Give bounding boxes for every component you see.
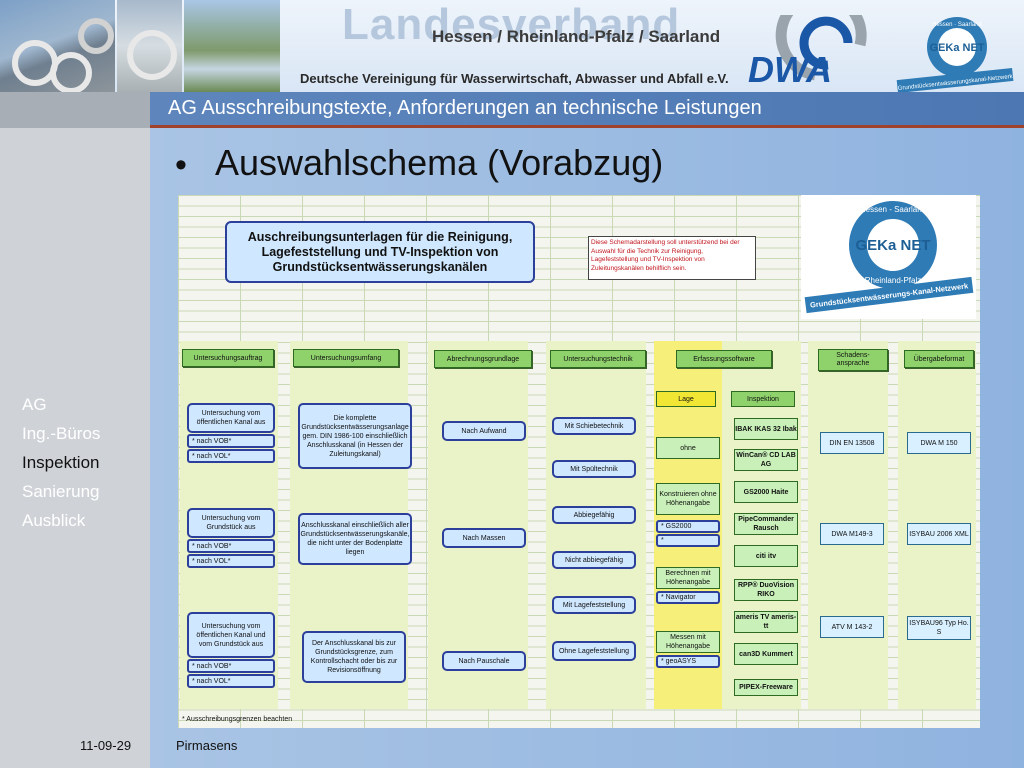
schaden-option[interactable]: DIN EN 13508: [820, 432, 884, 454]
column-header: Abrechnungsgrundlage: [434, 350, 532, 368]
org-subtitle: Hessen / Rheinland-Pfalz / Saarland: [432, 27, 721, 46]
column-header: Schadens- ansprache: [818, 349, 888, 371]
inspektion-software[interactable]: ameris TV ameris-tt: [734, 611, 798, 633]
auftrag-option[interactable]: Untersuchung vom öffentlichen Kanal und …: [187, 612, 275, 658]
title-bar: AG Ausschreibungstexte, Anforderungen an…: [0, 92, 1024, 128]
auftrag-option[interactable]: Untersuchung vom Grundstück aus: [187, 508, 275, 538]
note-line: Zuleitungskanälen behilflich sein.: [591, 264, 687, 272]
geka-net-logo-icon: GEKa NET Grundstücksentwässerungskanal-N…: [896, 17, 1014, 92]
geka-net-large-logo-icon: GEKa NET Hessen - Saarland Rheinland-Pfa…: [801, 195, 976, 319]
subcolumn-header-inspektion: Inspektion: [731, 391, 795, 407]
geka-big-mid: GEKa NET: [855, 237, 930, 254]
dwa-logo-icon: [775, 15, 867, 81]
vob-option[interactable]: * nach VOB*: [187, 659, 275, 673]
org-title: Landesverband: [342, 0, 681, 49]
column-strip: [428, 341, 528, 709]
diagram-title-line: Lagefeststellung und TV-Inspektion von: [261, 244, 499, 259]
abrechnung-option[interactable]: Nach Massen: [442, 528, 526, 548]
format-option[interactable]: ISYBAU96 Typ Ho. S: [907, 616, 971, 640]
pipe-ring: [50, 52, 92, 92]
technik-option[interactable]: Mit Lagefeststellung: [552, 596, 636, 614]
vob-option[interactable]: * nach VOB*: [187, 539, 275, 553]
footnote: * Ausschreibungsgrenzen beachten: [182, 716, 293, 723]
footer-place: Pirmasens: [176, 738, 238, 753]
slide-subtitle: AG Ausschreibungstexte, Anforderungen an…: [168, 97, 762, 119]
geka-big-top: Hessen - Saarland: [860, 205, 926, 214]
format-option[interactable]: ISYBAU 2006 XML: [907, 523, 971, 545]
note-line: Lagefeststellung und TV-Inspektion von: [591, 256, 705, 263]
geka-small-mid: GEKa NET: [929, 42, 984, 54]
column-header: Untersuchungsauftrag: [182, 349, 274, 367]
inspektion-software[interactable]: PipeCommander Rausch: [734, 513, 798, 535]
column-header: Erfassungssoftware: [676, 350, 772, 368]
schaden-option[interactable]: DWA M149-3: [820, 523, 884, 545]
format-option[interactable]: DWA M 150: [907, 432, 971, 454]
pipe-ring: [127, 30, 177, 80]
pipe-ring: [78, 18, 114, 54]
abrechnung-option[interactable]: Nach Pauschale: [442, 651, 526, 671]
subcolumn-header-lage: Lage: [656, 391, 716, 407]
umfang-option[interactable]: Die komplette Grundstücksentwässerungsan…: [298, 403, 412, 469]
inspektion-software[interactable]: WinCan® CD LAB AG: [734, 449, 798, 471]
lage-option[interactable]: Messen mit Höhenangabe: [656, 631, 720, 653]
technik-option[interactable]: Abbiegefähig: [552, 506, 636, 524]
slide-heading: Auswahlschema (Vorabzug): [215, 142, 664, 183]
lage-software-option[interactable]: * geoASYS: [656, 655, 720, 668]
schaden-option[interactable]: ATV M 143-2: [820, 616, 884, 638]
inspektion-software[interactable]: PIPEX-Freeware: [734, 679, 798, 696]
lage-option[interactable]: Konstruieren ohne Höhenangabe: [656, 483, 720, 515]
org-fullname: Deutsche Vereinigung für Wasserwirtschaf…: [300, 71, 729, 86]
pipes-photo: [0, 0, 115, 92]
diagram-title: Auschreibungsunterlagen für die Reinigun…: [225, 221, 535, 283]
pipes-photo-2: [117, 0, 182, 92]
title-rule: [150, 125, 1024, 128]
inspektion-software[interactable]: GS2000 Haite: [734, 481, 798, 503]
geka-big-ring: Rheinland-Pfalz: [865, 276, 921, 285]
vol-option[interactable]: * nach VOL*: [187, 554, 275, 568]
diagram-title-line: Grundstücksentwässerungskanälen: [272, 259, 488, 274]
column-header: Übergabeformat: [904, 350, 974, 368]
inspektion-software[interactable]: citi itv: [734, 545, 798, 567]
dwa-logo-text: DWA: [748, 49, 832, 90]
lage-software-option[interactable]: *: [656, 534, 720, 547]
geka-small-top: Hessen · Saarland: [932, 22, 982, 28]
section-nav: AG Ing.-Büros Inspektion Sanierung Ausbl…: [22, 390, 100, 535]
river-photo: [184, 0, 280, 92]
bullet-icon: •: [175, 146, 187, 184]
technik-option[interactable]: Ohne Lagefeststellung: [552, 641, 636, 661]
selection-diagram: Auschreibungsunterlagen für die Reinigun…: [178, 195, 980, 728]
inspektion-software[interactable]: RPP® DuoVision RIKO: [734, 579, 798, 601]
vol-option[interactable]: * nach VOL*: [187, 449, 275, 463]
nav-item-inspektion[interactable]: Inspektion: [22, 453, 100, 472]
diagram-title-line: Auschreibungsunterlagen für die Reinigun…: [247, 229, 513, 244]
nav-item-ag[interactable]: AG: [22, 395, 47, 414]
note-line: Auswahl für die Technik zur Reinigung,: [591, 247, 703, 255]
abrechnung-option[interactable]: Nach Aufwand: [442, 421, 526, 441]
lage-option[interactable]: ohne: [656, 437, 720, 459]
column-header: Untersuchungstechnik: [550, 350, 646, 368]
vol-option[interactable]: * nach VOL*: [187, 674, 275, 688]
lage-software-option[interactable]: * Navigator: [656, 591, 720, 604]
nav-item-ing-bueros[interactable]: Ing.-Büros: [22, 424, 101, 443]
column-header: Untersuchungsumfang: [293, 349, 399, 367]
technik-option[interactable]: Mit Spültechnik: [552, 460, 636, 478]
header-banner: Landesverband Hessen / Rheinland-Pfalz /…: [0, 0, 1024, 92]
nav-item-ausblick[interactable]: Ausblick: [22, 511, 86, 530]
umfang-option[interactable]: Anschlusskanal einschließlich aller Grun…: [298, 513, 412, 565]
inspektion-software[interactable]: IBAK IKAS 32 Ibak: [734, 418, 798, 440]
lage-option[interactable]: Berechnen mit Höhenangabe: [656, 567, 720, 589]
footer-date: 11-09-29: [80, 738, 132, 753]
technik-option[interactable]: Mit Schiebetechnik: [552, 417, 636, 435]
nav-item-sanierung[interactable]: Sanierung: [22, 482, 100, 501]
inspektion-software[interactable]: can3D Kummert: [734, 643, 798, 665]
note-line: Diese Schemadarstellung soll unterstütze…: [591, 239, 740, 246]
umfang-option[interactable]: Der Anschlusskanal bis zur Grundstücksgr…: [302, 631, 406, 683]
auftrag-option[interactable]: Untersuchung vom öffentlichen Kanal aus: [187, 403, 275, 433]
technik-option[interactable]: Nicht abbiegefähig: [552, 551, 636, 569]
lage-software-option[interactable]: * GS2000: [656, 520, 720, 533]
note-box: Diese Schemadarstellung soll unterstütze…: [588, 236, 756, 280]
vob-option[interactable]: * nach VOB*: [187, 434, 275, 448]
